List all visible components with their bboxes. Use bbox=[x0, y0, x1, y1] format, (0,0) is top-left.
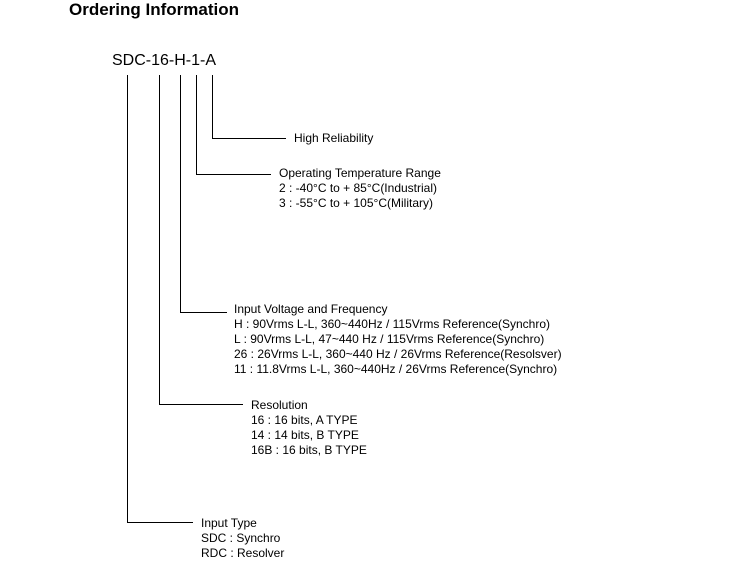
reliability-group: High Reliability bbox=[294, 131, 373, 146]
resolution-connector-vertical bbox=[159, 75, 160, 405]
resolution-option: 14 : 14 bits, B TYPE bbox=[251, 428, 359, 442]
voltage-group: Input Voltage and Frequency H : 90Vrms L… bbox=[234, 302, 562, 377]
resolution-title: Resolution bbox=[251, 398, 308, 412]
input-type-group: Input Type SDC : Synchro RDC : Resolver bbox=[201, 516, 284, 561]
temperature-option: 3 : -55°C to + 105°C(Military) bbox=[279, 196, 433, 210]
voltage-option: 26 : 26Vrms L-L, 360~440 Hz / 26Vrms Ref… bbox=[234, 347, 562, 361]
page-title: Ordering Information bbox=[69, 0, 239, 19]
temperature-option: 2 : -40°C to + 85°C(Industrial) bbox=[279, 181, 437, 195]
input-type-option: SDC : Synchro bbox=[201, 531, 281, 545]
input-type-title: Input Type bbox=[201, 516, 257, 530]
voltage-option: H : 90Vrms L-L, 360~440Hz / 115Vrms Refe… bbox=[234, 317, 551, 331]
temperature-connector-vertical bbox=[196, 75, 197, 175]
resolution-option: 16 : 16 bits, A TYPE bbox=[251, 413, 358, 427]
reliability-connector-horizontal bbox=[212, 138, 286, 139]
input-type-option: RDC : Resolver bbox=[201, 546, 285, 560]
voltage-option: 11 : 11.8Vrms L-L, 360~440Hz / 26Vrms Re… bbox=[234, 362, 558, 376]
temperature-title: Operating Temperature Range bbox=[279, 166, 441, 180]
resolution-option: 16B : 16 bits, B TYPE bbox=[251, 443, 367, 457]
resolution-group: Resolution 16 : 16 bits, A TYPE 14 : 14 … bbox=[251, 398, 367, 458]
input-type-connector-vertical bbox=[127, 75, 128, 523]
voltage-option: L : 90Vrms L-L, 47~440 Hz / 115Vrms Refe… bbox=[234, 332, 545, 346]
temperature-connector-horizontal bbox=[196, 174, 271, 175]
reliability-connector-vertical bbox=[212, 75, 213, 139]
part-number: SDC-16-H-1-A bbox=[112, 52, 217, 69]
resolution-connector-horizontal bbox=[159, 404, 243, 405]
input-type-connector-horizontal bbox=[127, 522, 193, 523]
voltage-connector-horizontal bbox=[180, 312, 227, 313]
voltage-connector-vertical bbox=[180, 75, 181, 313]
voltage-title: Input Voltage and Frequency bbox=[234, 302, 388, 316]
temperature-group: Operating Temperature Range 2 : -40°C to… bbox=[279, 166, 441, 211]
reliability-title: High Reliability bbox=[294, 131, 374, 145]
